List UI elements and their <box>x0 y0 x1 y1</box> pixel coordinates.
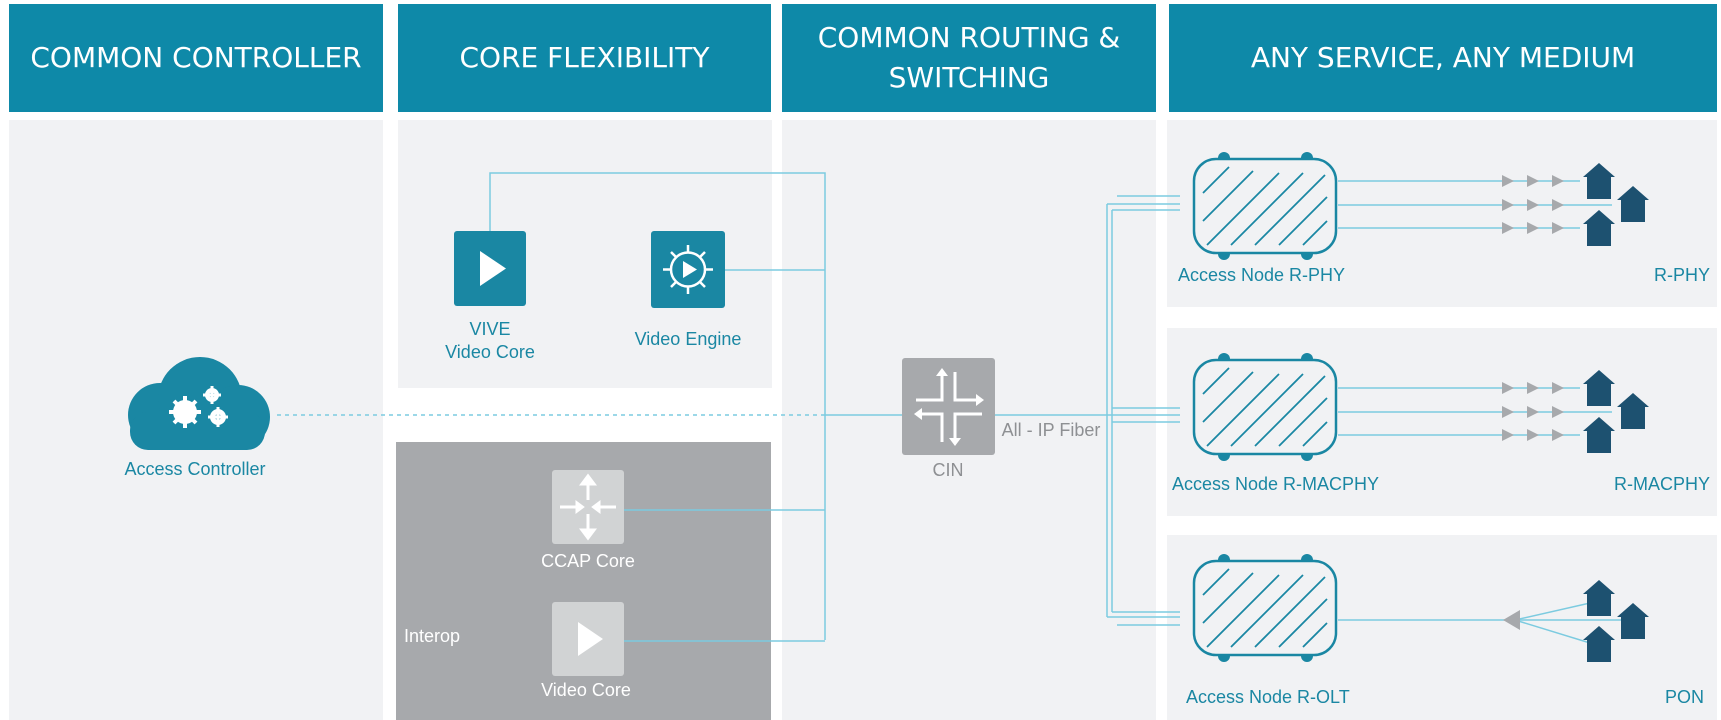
play-icon-gray <box>552 602 624 676</box>
header-core-flexibility-text: CORE FLEXIBILITY <box>459 41 710 74</box>
house-icon <box>1583 417 1615 453</box>
access-controller-label: Access Controller <box>124 459 266 479</box>
header-common-controller-text: COMMON CONTROLLER <box>30 41 362 74</box>
ccap-core-label: CCAP Core <box>541 551 635 571</box>
header-common-routing-line2: SWITCHING <box>888 61 1050 94</box>
header-any-service: ANY SERVICE, ANY MEDIUM <box>1169 4 1717 112</box>
video-engine-label: Video Engine <box>634 329 742 349</box>
house-icon <box>1583 163 1615 199</box>
access-node-rmacphy-label: Access Node R-MACPHY <box>1172 474 1380 494</box>
access-node-rolt-icon <box>1192 554 1338 662</box>
rphy-service-label: R-PHY <box>1653 265 1710 285</box>
interop-label: Interop <box>404 626 461 646</box>
switch-arrows-icon <box>902 358 995 455</box>
house-icon <box>1617 393 1649 429</box>
router-arrows-icon <box>552 470 624 544</box>
rmacphy-service-label: R-MACPHY <box>1613 474 1710 494</box>
vive-label-line2: Video Core <box>445 342 535 362</box>
fiber-label: All - IP Fiber <box>1001 420 1101 440</box>
play-icon <box>454 231 526 306</box>
house-icon <box>1583 626 1615 662</box>
vive-label-line1: VIVE <box>469 319 511 339</box>
house-icon <box>1583 580 1615 616</box>
access-node-rphy-label: Access Node R-PHY <box>1178 265 1346 285</box>
header-common-controller: COMMON CONTROLLER <box>9 4 383 112</box>
cloud-gear-icon <box>128 357 270 450</box>
header-core-flexibility: CORE FLEXIBILITY <box>398 4 771 112</box>
header-common-routing-line1: COMMON ROUTING & <box>817 21 1121 54</box>
house-icon <box>1617 186 1649 222</box>
cin-label: CIN <box>932 460 964 480</box>
header-any-service-text: ANY SERVICE, ANY MEDIUM <box>1250 41 1636 74</box>
pon-service-label: PON <box>1664 687 1704 707</box>
gear-play-icon <box>651 231 725 308</box>
access-node-rolt-label: Access Node R-OLT <box>1186 687 1350 707</box>
house-icon <box>1583 370 1615 406</box>
house-icon <box>1617 603 1649 639</box>
access-node-rphy-icon <box>1192 152 1338 260</box>
house-icon <box>1583 210 1615 246</box>
video-core-label: Video Core <box>541 680 631 700</box>
access-node-rmacphy-icon <box>1192 353 1338 461</box>
header-common-routing: COMMON ROUTING & SWITCHING <box>782 4 1156 112</box>
